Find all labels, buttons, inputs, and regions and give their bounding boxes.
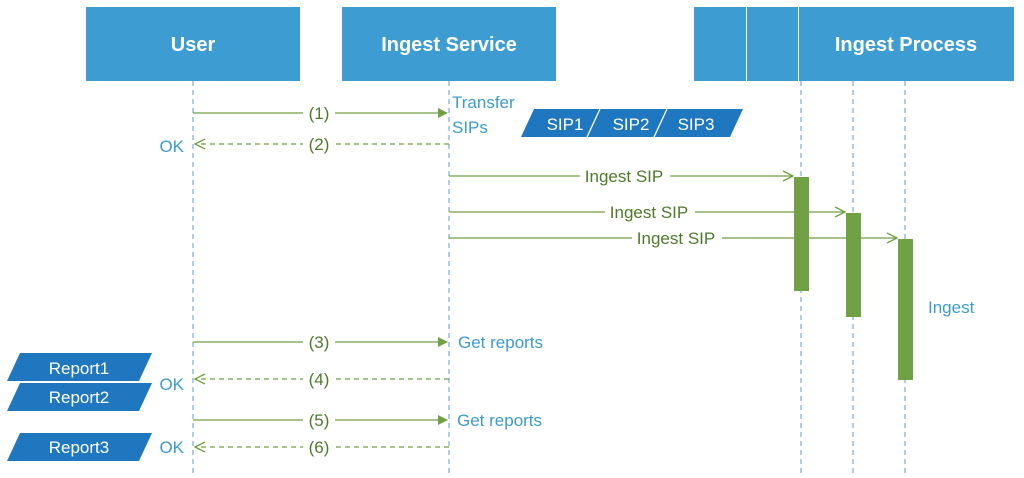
note-ingest: Ingest (928, 298, 975, 317)
sip-tag-2: SIP2 (613, 115, 650, 134)
sip-tags: SIP1 SIP2 SIP3 (521, 108, 743, 138)
note-transfer: Transfer (452, 93, 515, 112)
note-get-reports-1: Get reports (458, 333, 543, 352)
activation-bar-3 (898, 239, 913, 380)
participant-ingest-service: Ingest Service (342, 7, 556, 81)
message-3-label: (3) (309, 333, 330, 352)
note-ok-1: OK (159, 137, 184, 156)
participant-ingest-service-label: Ingest Service (381, 34, 517, 56)
note-sips: SIPs (452, 118, 488, 137)
sip-tag-3: SIP3 (678, 115, 715, 134)
message-4-label: (4) (309, 370, 330, 389)
sip-tag-1: SIP1 (547, 115, 584, 134)
message-1-label: (1) (309, 104, 330, 123)
message-2-label: (2) (309, 135, 330, 154)
note-ok-2: OK (159, 375, 184, 394)
report-tag-3: Report3 (49, 438, 109, 457)
message-6-label: (6) (309, 438, 330, 457)
participant-ingest-process-label: Ingest Process (835, 34, 977, 56)
activation-bar-1 (794, 177, 809, 291)
message-ingest-sip-1-label: Ingest SIP (585, 167, 663, 186)
participant-user: User (86, 7, 300, 81)
message-5-label: (5) (309, 411, 330, 430)
report-tag-2: Report2 (49, 388, 109, 407)
report-tag-1: Report1 (49, 359, 109, 378)
note-get-reports-2: Get reports (457, 411, 542, 430)
participant-ingest-process: Ingest Process (694, 7, 1014, 81)
note-ok-3: OK (159, 438, 184, 457)
participant-user-label: User (171, 34, 216, 56)
message-ingest-sip-3-label: Ingest SIP (637, 229, 715, 248)
report-tags-group-2: Report3 (7, 433, 152, 461)
message-ingest-sip-2-label: Ingest SIP (610, 203, 688, 222)
report-tags-group-1: Report1 Report2 (7, 353, 152, 411)
activation-bar-2 (846, 213, 861, 317)
